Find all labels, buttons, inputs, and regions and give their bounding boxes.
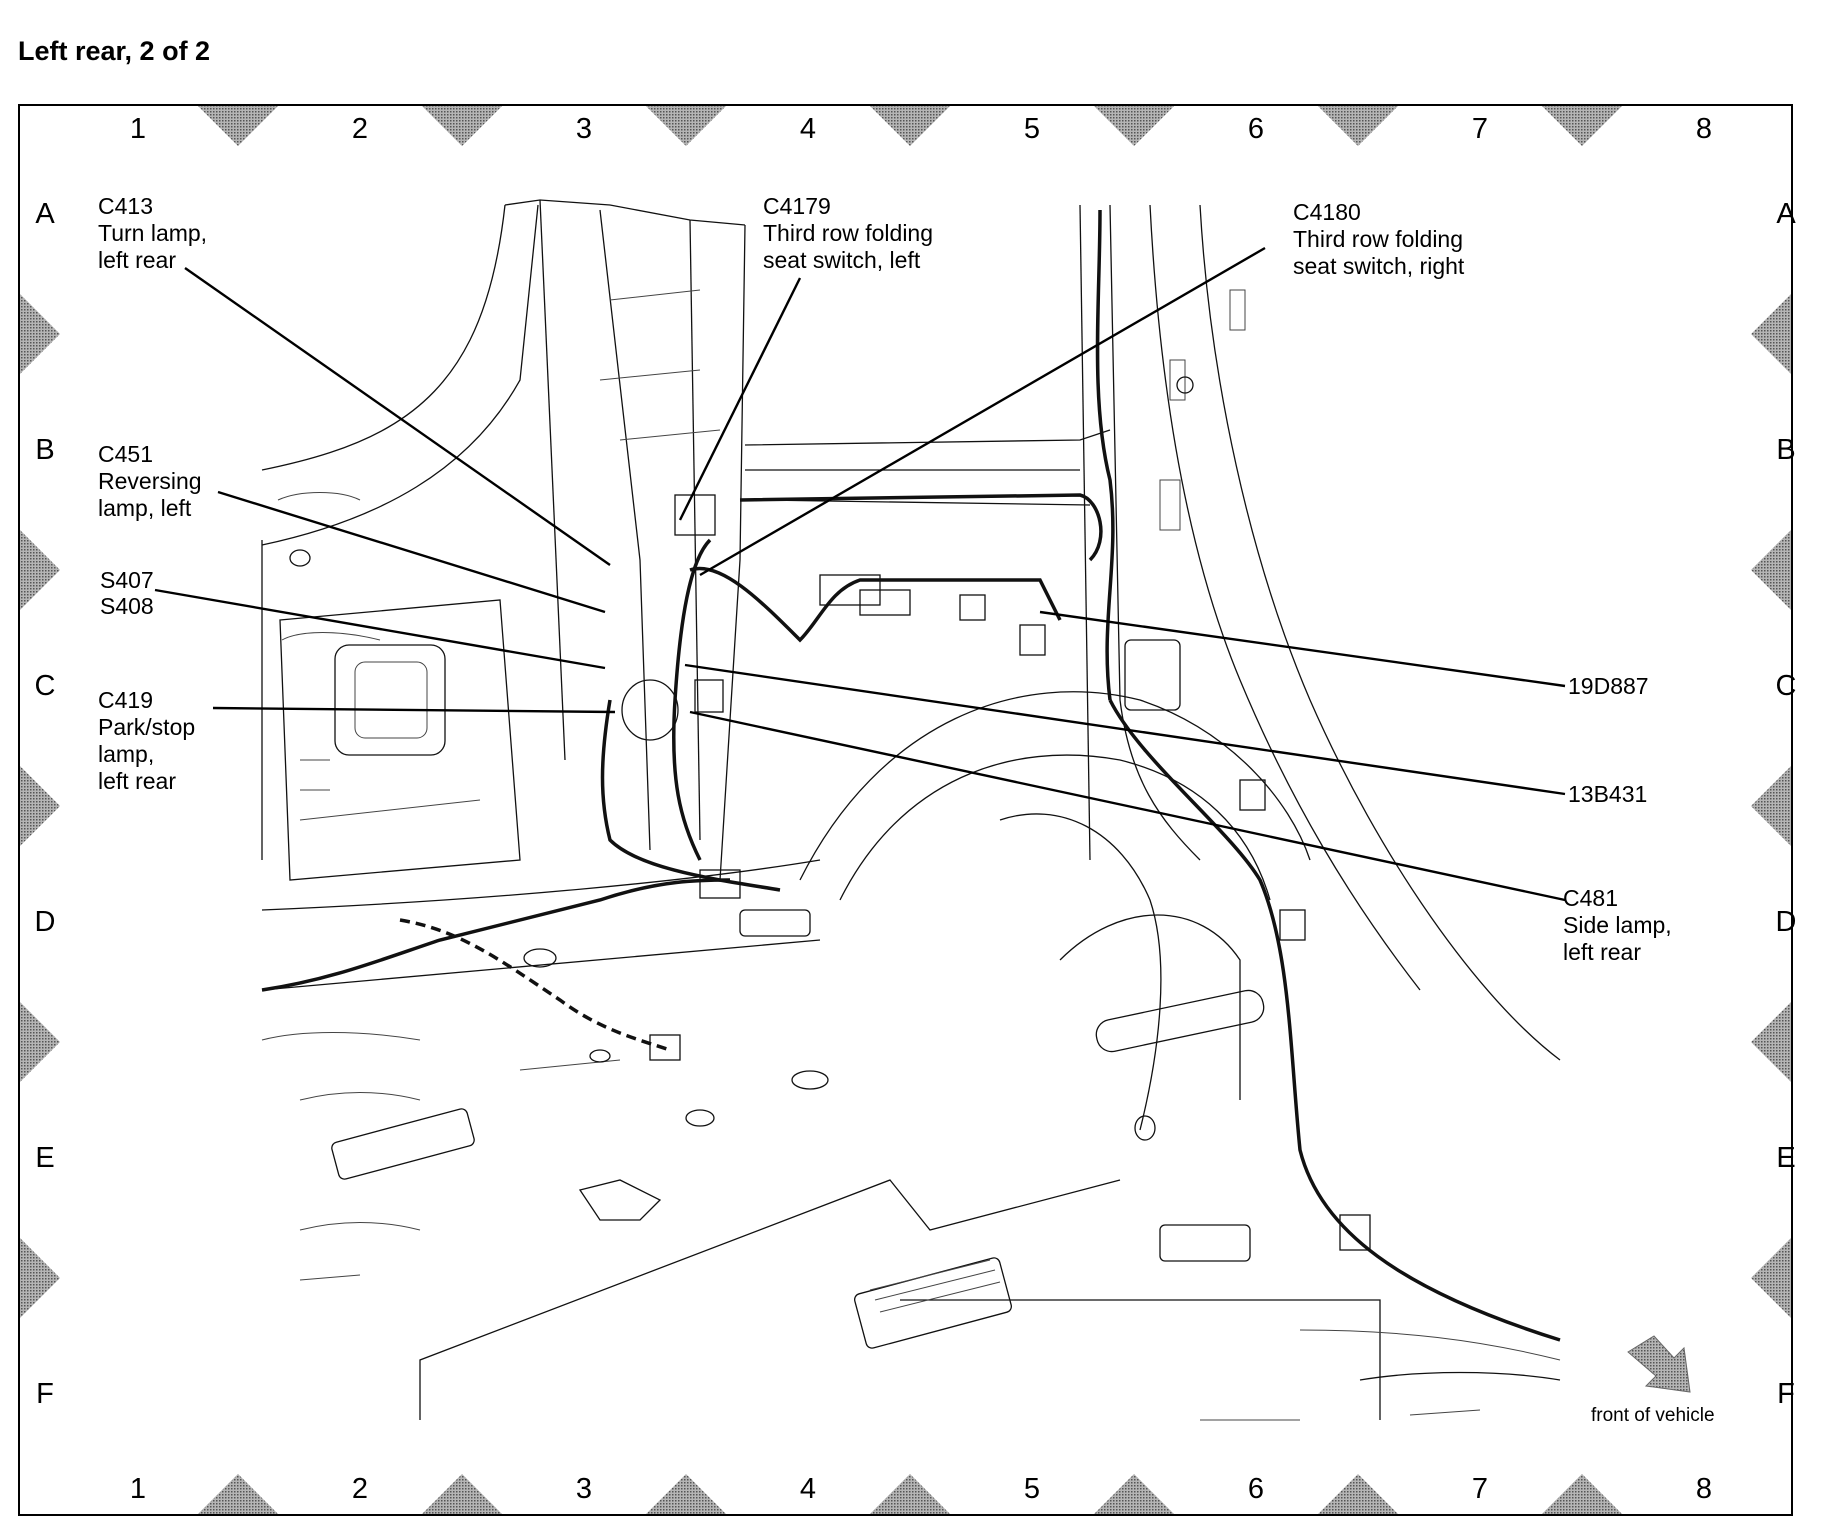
grid-col-label: 3: [576, 113, 592, 145]
grid-row-label: F: [1777, 1378, 1795, 1410]
connector-description: left rear: [98, 768, 176, 794]
grid-col-label: 4: [800, 113, 816, 145]
callout-c4179: C4179 Third row folding seat switch, lef…: [763, 193, 933, 273]
connector-description: Turn lamp,: [98, 220, 207, 246]
grid-col-label: 3: [576, 1473, 592, 1505]
grid-row-label: E: [1776, 1142, 1795, 1174]
grid-col-label: 6: [1248, 1473, 1264, 1505]
diamond-marker-icon: [198, 106, 278, 146]
grid-rows-left: A B C D E F: [35, 198, 56, 1410]
callout-19d887: 19D887: [1568, 673, 1649, 699]
wiring-harness: [261, 209, 1561, 1342]
connector-description: left rear: [98, 247, 176, 273]
connector-description: Third row folding: [1293, 226, 1463, 252]
leader-lines: [154, 246, 1566, 902]
callout-c4180: C4180 Third row folding seat switch, rig…: [1293, 199, 1465, 279]
grid-col-label: 5: [1024, 113, 1040, 145]
diamond-marker-icon: [1318, 1474, 1398, 1514]
diamond-marker-icon: [1751, 1238, 1791, 1318]
callout-c451: C451 Reversing lamp, left: [98, 441, 202, 521]
grid-col-label: 5: [1024, 1473, 1040, 1505]
grid-row-label: E: [35, 1142, 54, 1174]
connector-description: lamp, left: [98, 495, 192, 521]
connector-id: C451: [98, 441, 153, 467]
diamond-marker-icon: [870, 1474, 950, 1514]
diamond-marker-icon: [1751, 530, 1791, 610]
diamond-marker-icon: [870, 106, 950, 146]
diamond-marker-icon: [20, 294, 60, 374]
connector-description: Park/stop: [98, 714, 195, 740]
grid-row-label: C: [1776, 670, 1797, 702]
grid-col-label: 7: [1472, 113, 1488, 145]
diamond-marker-icon: [646, 106, 726, 146]
grid-row-label: B: [1776, 434, 1795, 466]
grid-columns-top: 1 2 3 4 5 6 7 8: [130, 113, 1712, 145]
vehicle-body-drawing: [261, 199, 1561, 1421]
callout-c413: C413 Turn lamp, left rear: [98, 193, 207, 273]
connector-id: C413: [98, 193, 153, 219]
grid-col-label: 1: [130, 113, 146, 145]
grid-row-label: A: [35, 198, 55, 230]
page-title: Left rear, 2 of 2: [18, 36, 211, 66]
callout-s407: S407 S408: [100, 567, 154, 619]
diamond-marker-icon: [1318, 106, 1398, 146]
splice-id: S407: [100, 567, 154, 593]
diamond-marker-icon: [1094, 1474, 1174, 1514]
diamond-marker-icon: [1542, 106, 1622, 146]
connector-description: seat switch, left: [763, 247, 921, 273]
connector-description: lamp,: [98, 741, 154, 767]
harness-id: 19D887: [1568, 673, 1649, 699]
connector-id: C481: [1563, 885, 1618, 911]
diamond-marker-icon: [1751, 1002, 1791, 1082]
diamond-marker-icon: [20, 1002, 60, 1082]
front-arrow-icon: [1627, 1335, 1691, 1393]
harness-id: 13B431: [1568, 781, 1647, 807]
diamond-marker-icon: [20, 766, 60, 846]
grid-row-label: B: [35, 434, 54, 466]
grid-col-label: 8: [1696, 113, 1712, 145]
connector-id: C419: [98, 687, 153, 713]
grid-row-label: D: [1776, 906, 1797, 938]
grid-row-label: A: [1776, 198, 1796, 230]
connector-description: left rear: [1563, 939, 1641, 965]
grid-col-label: 2: [352, 113, 368, 145]
grid-col-label: 2: [352, 1473, 368, 1505]
diamond-marker-icon: [20, 1238, 60, 1318]
diamond-marker-icon: [198, 1474, 278, 1514]
grid-columns-bottom: 1 2 3 4 5 6 7 8: [130, 1473, 1712, 1505]
connector-id: C4179: [763, 193, 831, 219]
orientation-label: front of vehicle: [1591, 1405, 1715, 1426]
diamond-marker-icon: [1542, 1474, 1622, 1514]
callout-c481: C481 Side lamp, left rear: [1563, 885, 1672, 965]
grid-row-label: D: [35, 906, 56, 938]
front-of-vehicle: front of vehicle: [1591, 1335, 1715, 1426]
diamond-marker-icon: [1751, 294, 1791, 374]
grid-col-label: 8: [1696, 1473, 1712, 1505]
connector-description: Third row folding: [763, 220, 933, 246]
callout-c419: C419 Park/stop lamp, left rear: [98, 687, 195, 794]
grid-col-label: 4: [800, 1473, 816, 1505]
diamond-marker-icon: [422, 106, 502, 146]
diamond-marker-icon: [646, 1474, 726, 1514]
diamond-marker-icon: [1094, 106, 1174, 146]
callout-13b431: 13B431: [1568, 781, 1647, 807]
grid-rows-right: A B C D E F: [1776, 198, 1797, 1410]
grid-col-label: 6: [1248, 113, 1264, 145]
splice-id: S408: [100, 593, 154, 619]
connector-id: C4180: [1293, 199, 1361, 225]
grid-markers: [20, 106, 1791, 1514]
grid-col-label: 7: [1472, 1473, 1488, 1505]
diamond-marker-icon: [20, 530, 60, 610]
diamond-marker-icon: [1751, 766, 1791, 846]
connector-description: Reversing: [98, 468, 202, 494]
diamond-marker-icon: [422, 1474, 502, 1514]
grid-col-label: 1: [130, 1473, 146, 1505]
connector-description: Side lamp,: [1563, 912, 1672, 938]
grid-row-label: C: [35, 670, 56, 702]
grid-row-label: F: [36, 1378, 54, 1410]
diagram-frame: [18, 104, 1793, 1516]
connector-description: seat switch, right: [1293, 253, 1465, 279]
